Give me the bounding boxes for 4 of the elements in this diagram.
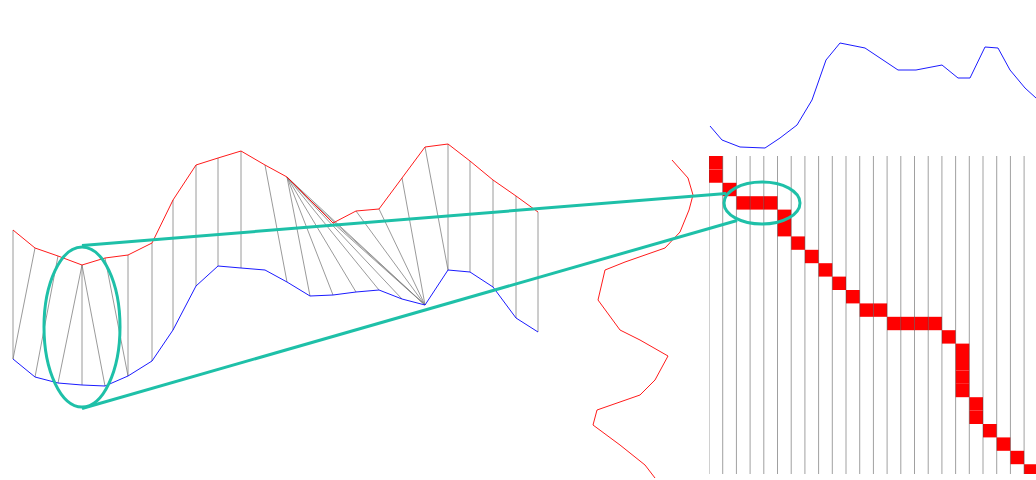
zoom-line — [81, 191, 727, 247]
zoom-ellipse — [722, 180, 802, 226]
zoom-ellipse — [42, 245, 122, 409]
zoom-line — [81, 219, 738, 410]
